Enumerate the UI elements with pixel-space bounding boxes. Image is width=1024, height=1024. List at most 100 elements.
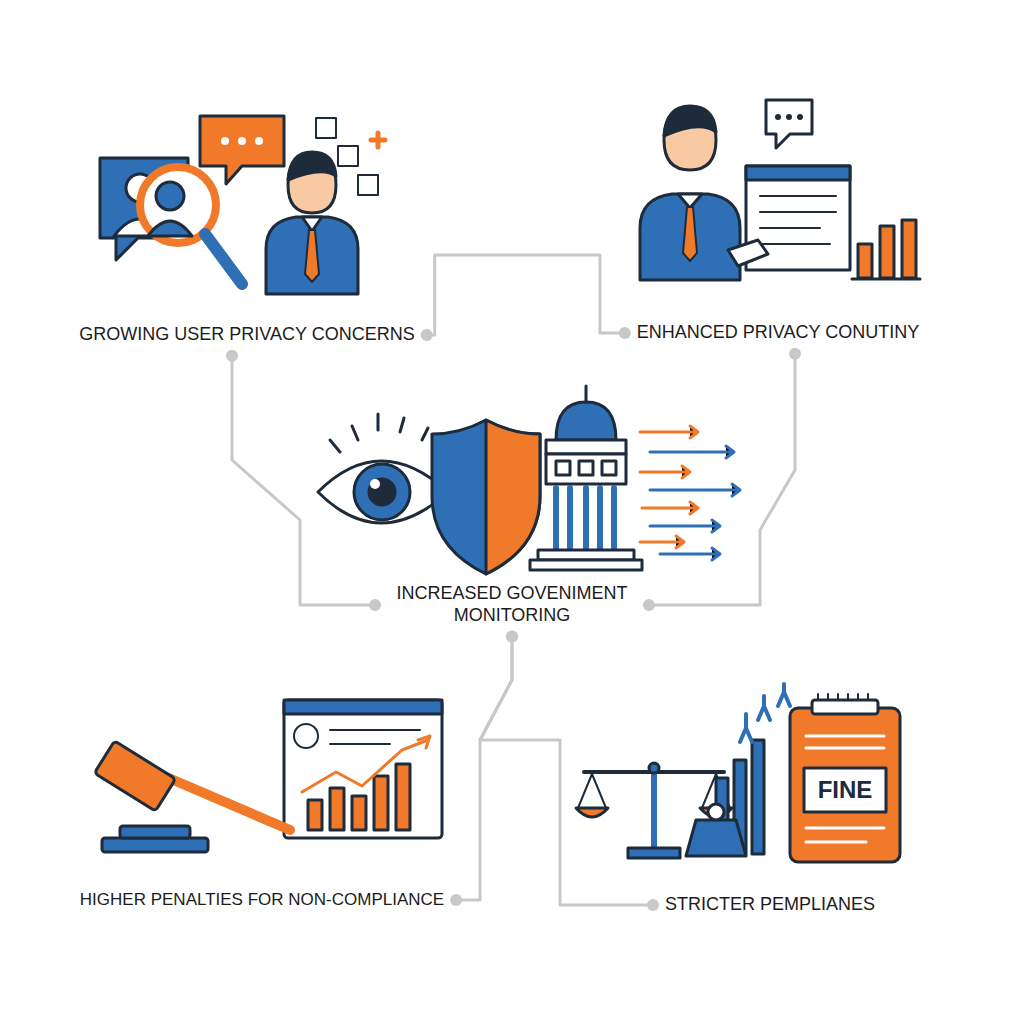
penalty-icon-part — [396, 764, 410, 830]
monitoring-icon-part — [530, 560, 642, 570]
compliance-icon-part — [804, 768, 886, 812]
compliance-icon-part — [806, 828, 884, 842]
compliance-icon-part — [818, 694, 868, 700]
penalty-icon-part — [102, 838, 208, 852]
monitoring-icon-part — [556, 402, 616, 440]
scrutiny-icon-part — [746, 166, 850, 180]
monitoring-icon-part-part — [642, 502, 698, 514]
connector-dot — [789, 348, 801, 360]
monitoring-icon-part — [556, 461, 570, 475]
monitoring-icon-part — [330, 414, 428, 452]
monitoring-icon-part — [546, 440, 626, 454]
scrutiny-icon-part — [678, 194, 702, 208]
privacy-concern-icon-part — [200, 116, 284, 184]
concept-node: HIGHER PENALTIES FOR NON-COMPLIANCE — [74, 886, 450, 914]
connector-dot — [450, 894, 462, 906]
connector-dot — [619, 327, 631, 339]
privacy-concern-icon-part — [255, 137, 263, 145]
monitoring-icon-part — [369, 479, 395, 505]
node-label: INCREASED GOVENIMENT MONITORING — [387, 583, 637, 626]
scrutiny-icon-part — [786, 114, 792, 120]
privacy-concern-icon-part — [288, 152, 336, 180]
monitoring-icon-part — [579, 461, 593, 475]
node-label: GROWING USER PRIVACY CONCERNS — [79, 324, 414, 346]
penalty-icon-part — [352, 796, 366, 830]
scrutiny-icon-part — [880, 226, 894, 278]
monitoring-icon-part-part — [650, 446, 734, 458]
penalty-icon-part — [308, 800, 322, 830]
penalty-icon-part — [294, 724, 318, 748]
connector-dot — [647, 899, 659, 911]
penalty-icon-part — [120, 826, 190, 838]
connector-dot — [643, 599, 655, 611]
scrutiny-icon — [640, 100, 920, 280]
compliance-icon-part — [708, 804, 724, 820]
scrutiny-icon-part — [760, 196, 836, 244]
monitoring-icon-part-part — [640, 466, 690, 478]
monitoring-icon-part — [485, 436, 487, 558]
monitoring-icon-part — [546, 454, 626, 484]
connector-line — [649, 354, 795, 605]
compliance-icon-part — [790, 708, 900, 862]
privacy-concern-icon-part — [266, 217, 358, 294]
monitoring-icon — [318, 386, 740, 574]
connector-line — [232, 356, 375, 605]
compliance-icon-part — [686, 820, 746, 856]
node-label: STRICTER PEMPLIANES — [665, 894, 875, 916]
monitoring-icon-part — [585, 386, 588, 402]
connector-line — [427, 255, 625, 335]
monitoring-icon-part — [486, 420, 540, 574]
privacy-concern-icon-part — [148, 221, 192, 236]
penalty-icon-part — [330, 788, 344, 830]
compliance-icon-part — [628, 848, 680, 858]
penalty-icon — [94, 700, 442, 852]
connector-dot — [506, 631, 518, 643]
scrutiny-icon-part — [766, 100, 812, 148]
compliance-icon-part — [578, 774, 730, 808]
compliance-icon-part — [649, 763, 659, 773]
privacy-concern-icon-part — [156, 182, 184, 210]
penalty-icon-part — [418, 736, 430, 748]
scrutiny-icon-part — [683, 207, 697, 261]
monitoring-icon-part — [556, 488, 614, 550]
monitoring-icon-part — [640, 426, 740, 560]
penalty-icon-part — [284, 700, 442, 838]
privacy-concern-icon-part — [371, 133, 385, 147]
monitoring-icon-part-part — [660, 548, 720, 560]
penalty-icon-part — [302, 740, 428, 792]
penalty-icon-part — [284, 700, 442, 714]
compliance-icon-part — [812, 700, 878, 714]
monitoring-icon-part — [318, 461, 448, 523]
fine-label: FINE — [818, 776, 873, 804]
monitoring-icon-part-part — [650, 484, 740, 496]
compliance-icon-part — [746, 684, 784, 728]
scrutiny-icon-part — [902, 220, 916, 278]
connector-line — [456, 637, 512, 900]
penalty-icon-part — [330, 730, 420, 744]
concept-node: INCREASED GOVENIMENT MONITORING — [381, 579, 643, 630]
scrutiny-icon-part — [797, 114, 803, 120]
privacy-concern-icon-part — [302, 217, 322, 231]
compliance-icon-part — [651, 772, 657, 850]
compliance-icon-part — [806, 736, 884, 748]
privacy-concern-icon-part — [305, 230, 319, 282]
monitoring-icon-part — [432, 420, 540, 574]
privacy-concern-icon-part — [316, 118, 336, 138]
scrutiny-icon-part — [640, 194, 740, 280]
privacy-concern-icon — [100, 116, 385, 294]
monitoring-icon-part-part — [650, 520, 720, 532]
scrutiny-icon-part — [664, 106, 716, 136]
scrutiny-icon-part — [775, 114, 781, 120]
privacy-concern-icon-part — [338, 146, 358, 166]
concept-node: GROWING USER PRIVACY CONCERNS — [73, 320, 420, 350]
privacy-concern-icon-part — [238, 137, 246, 145]
monitoring-icon-part-part — [640, 426, 698, 438]
privacy-concern-icon-part — [358, 175, 378, 195]
connector-dot — [226, 350, 238, 362]
compliance-icon-part — [576, 808, 608, 817]
monitoring-icon-part-part — [640, 536, 684, 548]
scrutiny-icon-part — [852, 278, 920, 281]
penalty-icon-part — [94, 741, 175, 811]
